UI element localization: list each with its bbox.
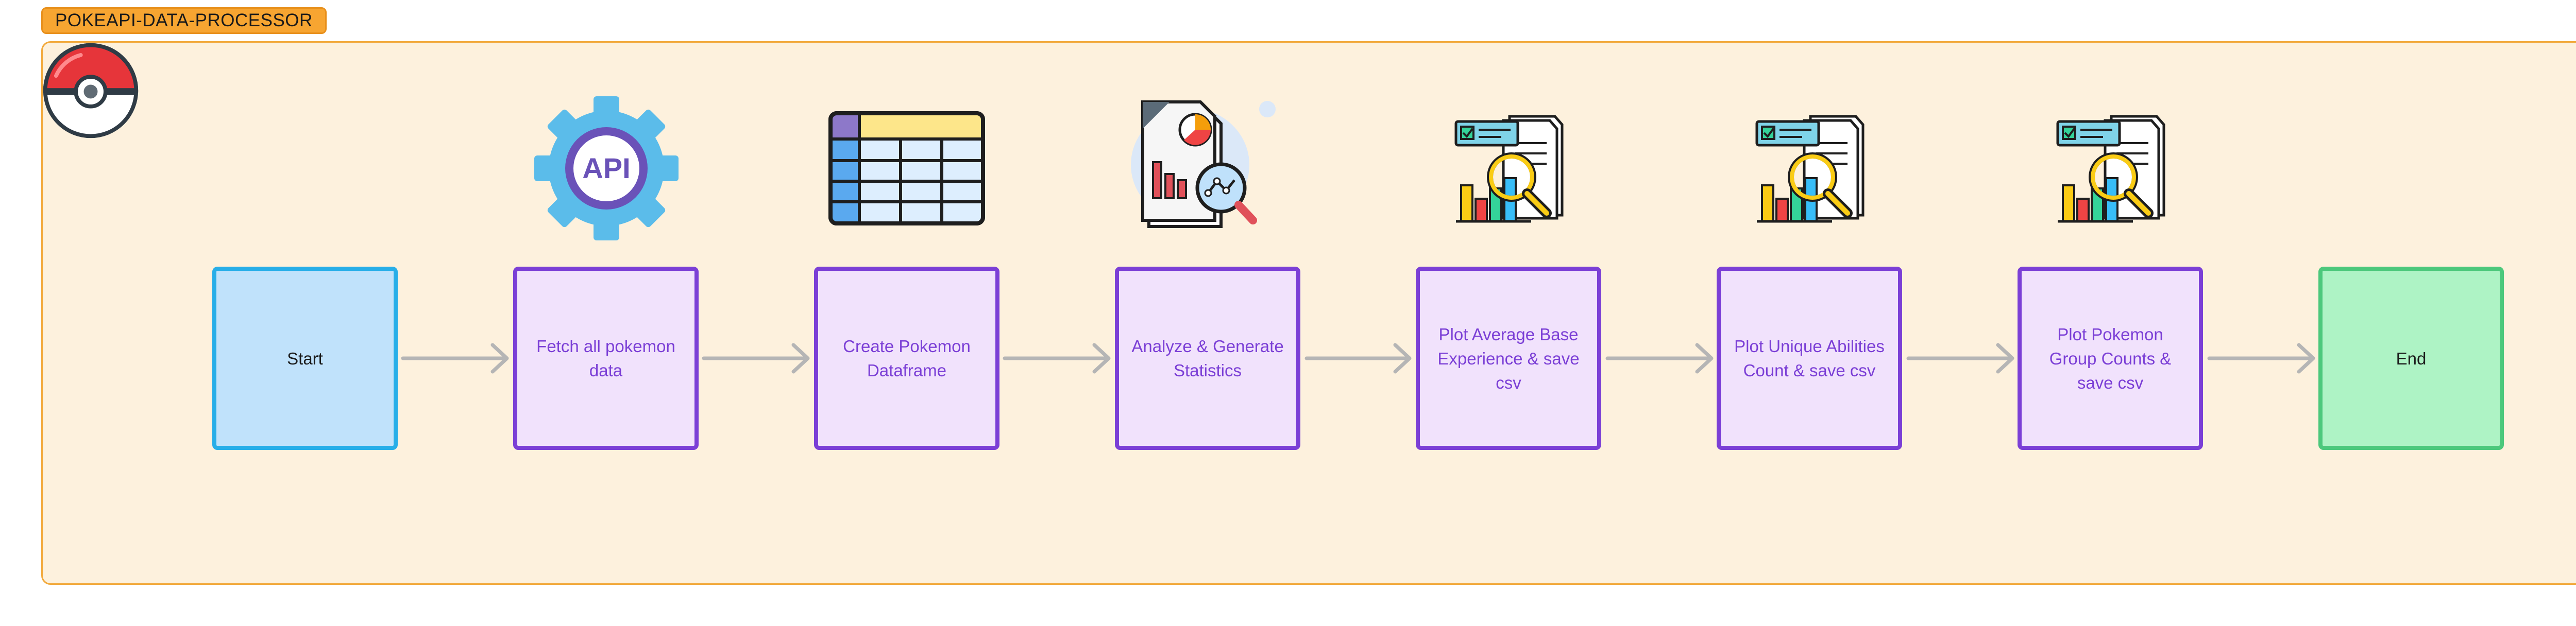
node-label: Plot Unique Abilities Count & save csv (1734, 337, 1885, 380)
arrow-start-to-fetch (401, 343, 509, 374)
analyze-statistics-node[interactable]: Analyze & Generate Statistics (1115, 267, 1300, 450)
arrow-fetch-to-dataframe (702, 343, 810, 374)
arrow-plot-groups-to-end (2207, 343, 2315, 374)
fetch-pokemon-node[interactable]: Fetch all pokemon data (513, 267, 699, 450)
node-label: Start (287, 349, 323, 368)
node-label: Plot Pokemon Group Counts & save csv (2049, 324, 2172, 392)
plot-base-experience-node[interactable]: Plot Average Base Experience & save csv (1416, 267, 1601, 450)
chart-magnifier-icon (1755, 115, 1865, 223)
diagram-title: POKEAPI-DATA-PROCESSOR (41, 7, 327, 34)
table-icon (828, 111, 985, 225)
arrow-analyze-to-plot-experience (1304, 343, 1412, 374)
arrow-plot-experience-to-plot-abilities (1605, 343, 1714, 374)
api-gear-icon: API (534, 96, 679, 240)
node-label: Plot Average Base Experience & save csv (1437, 324, 1580, 392)
node-label: Fetch all pokemon data (536, 337, 675, 380)
chart-magnifier-icon (1454, 115, 1564, 223)
report-analysis-icon (1131, 100, 1276, 228)
chart-magnifier-icon (2056, 115, 2165, 223)
pokeball-icon (43, 43, 139, 138)
end-node[interactable]: End (2318, 267, 2504, 450)
node-label: End (2396, 349, 2427, 368)
arrow-plot-abilities-to-plot-groups (1906, 343, 2014, 374)
arrow-dataframe-to-analyze (1003, 343, 1111, 374)
create-dataframe-node[interactable]: Create Pokemon Dataframe (814, 267, 999, 450)
plot-group-counts-node[interactable]: Plot Pokemon Group Counts & save csv (2018, 267, 2203, 450)
node-label: Create Pokemon Dataframe (843, 337, 971, 380)
api-icon-text: API (582, 152, 630, 184)
plot-abilities-node[interactable]: Plot Unique Abilities Count & save csv (1717, 267, 1902, 450)
start-node[interactable]: Start (212, 267, 398, 450)
node-label: Analyze & Generate Statistics (1131, 337, 1284, 380)
